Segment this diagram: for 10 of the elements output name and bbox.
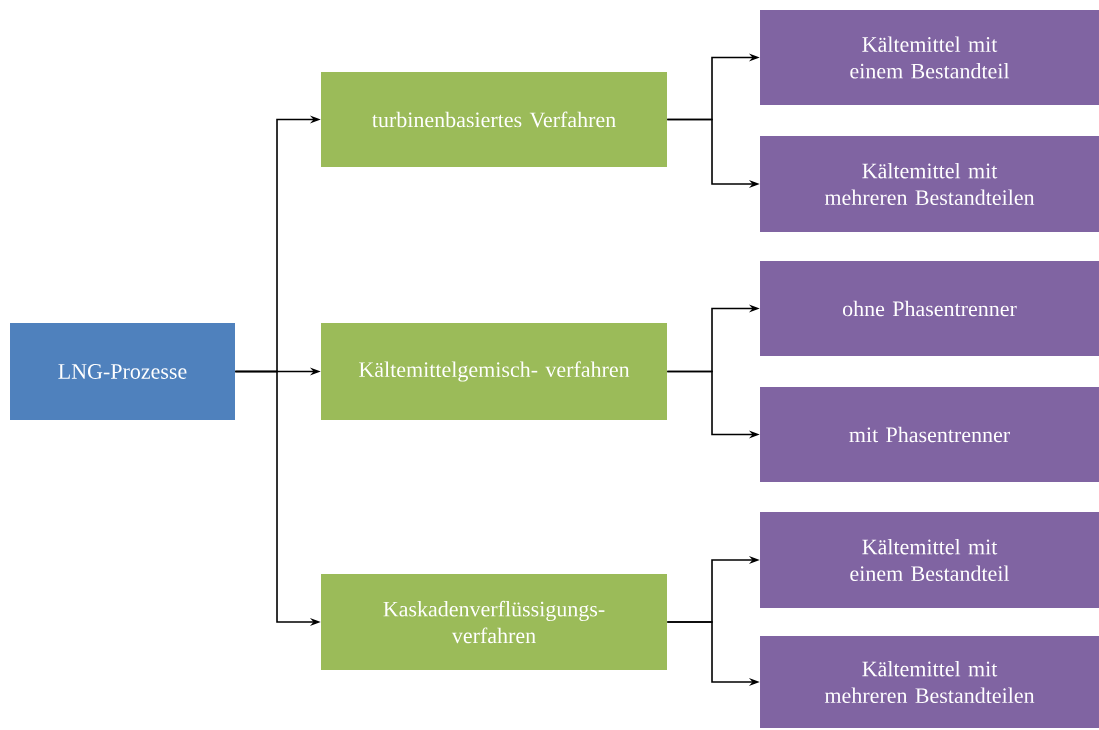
leaf-box: Kältemittel mit einem Bestandteil xyxy=(760,10,1099,105)
leaf-box: ohne Phasentrenner xyxy=(760,261,1099,356)
leaf-box: mit Phasentrenner xyxy=(760,387,1099,482)
leaf-box: Kältemittel mit mehreren Bestandteilen xyxy=(760,636,1099,728)
root-box: LNG-Prozesse xyxy=(10,323,235,420)
category-box: Kältemittelgemisch- verfahren xyxy=(321,323,667,420)
leaf-box: Kältemittel mit einem Bestandteil xyxy=(760,512,1099,608)
category-box: turbinenbasiertes Verfahren xyxy=(321,72,667,167)
leaf-box: Kältemittel mit mehreren Bestandteilen xyxy=(760,136,1099,232)
category-box: Kaskadenverflüssigungs- verfahren xyxy=(321,574,667,670)
